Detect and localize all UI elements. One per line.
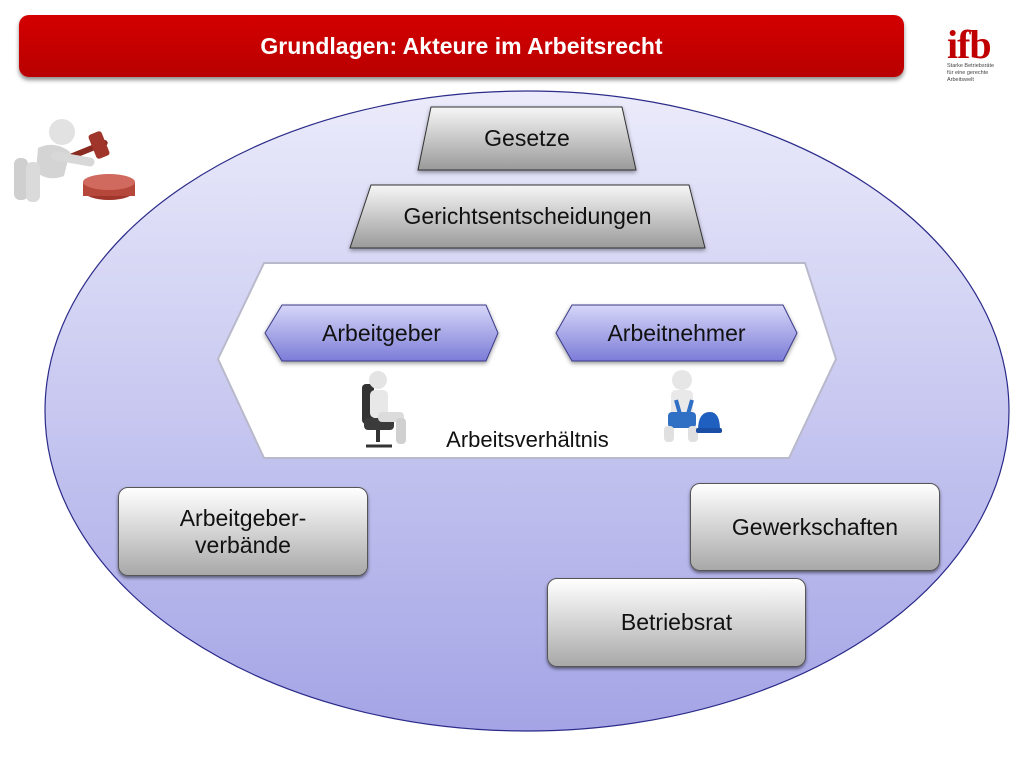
logo-tagline-line: Arbeitswelt xyxy=(947,77,974,83)
arbeitnehmer-shape xyxy=(555,304,798,362)
judge-gavel-figure-icon xyxy=(14,119,135,202)
page-title: Grundlagen: Akteure im Arbeitsrecht xyxy=(260,32,663,59)
employer-chair-figure-icon xyxy=(362,371,406,448)
arbeitgeber-label: Arbeitgeber xyxy=(322,319,441,346)
betriebsrat-label: Betriebsrat xyxy=(620,609,733,635)
employee-figure-icon xyxy=(664,370,722,442)
logo-tagline: Starke Betriebsräte für eine gerechte Ar… xyxy=(947,63,1007,84)
logo-mark: ifb xyxy=(947,22,992,67)
arbeitgeber-shape xyxy=(264,304,499,362)
gewerkschaften-label: Gewerkschaften xyxy=(731,513,899,540)
gerichtsentscheidungen-shape xyxy=(349,184,706,249)
arbeitgeberverbaende-box: Arbeitgeber- verbände xyxy=(118,487,368,576)
arbeitgeberverbaende-label-line: Arbeitgeber- xyxy=(179,504,307,531)
arbeitgeberverbaende-label-line: verbände xyxy=(195,531,291,558)
gesetze-label: Gesetze xyxy=(484,125,570,151)
logo-tagline-line: Starke Betriebsräte xyxy=(947,63,995,69)
title-bar: Grundlagen: Akteure im Arbeitsrecht xyxy=(19,15,904,77)
gerichtsentscheidungen-label: Gerichtsentscheidungen xyxy=(403,203,652,229)
gesetze-shape xyxy=(417,106,637,171)
arbeitnehmer-label: Arbeitnehmer xyxy=(607,319,746,346)
betriebsrat-box: Betriebsrat xyxy=(547,578,806,667)
arbeitsverhaeltnis-label: Arbeitsverhältnis xyxy=(446,426,609,452)
logo-tagline-line: für eine gerechte xyxy=(947,70,989,76)
gewerkschaften-box: Gewerkschaften xyxy=(690,483,940,571)
ifb-logo: ifb Starke Betriebsräte für eine gerecht… xyxy=(947,22,1007,84)
